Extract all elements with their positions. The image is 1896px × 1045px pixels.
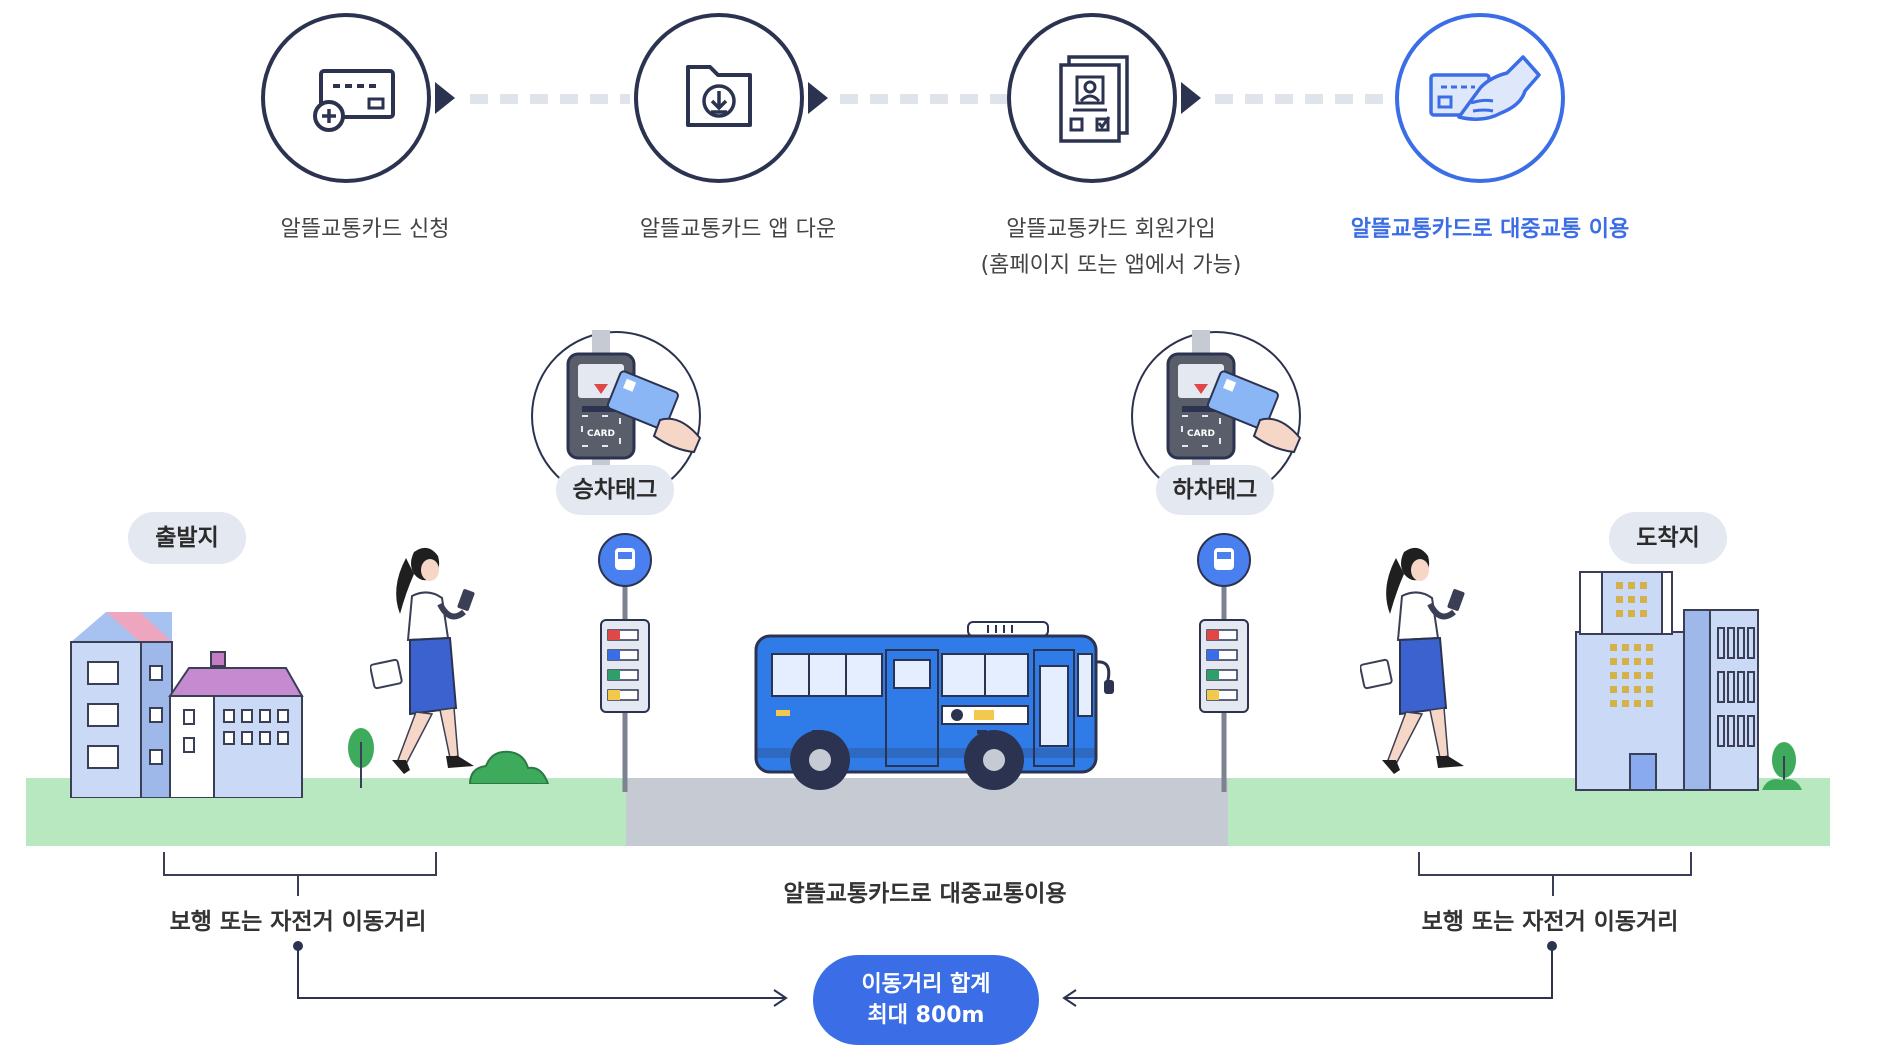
step-4-circle [1395,13,1565,183]
step-4-label: 알뜰교통카드로 대중교통 이용 [1350,217,1630,242]
road [626,778,1228,846]
total-distance-value: 최대 800m [867,1003,985,1028]
walk-bracket-right [1418,852,1692,876]
step-arrow [1181,82,1201,114]
step-2-circle [634,13,804,183]
step-1-circle [261,13,431,183]
card-add-icon [313,69,395,132]
step-connector [470,94,630,104]
bracket-stem [297,874,299,896]
step-3-sublabel: (홈페이지 또는 앱에서 가능) [980,253,1242,278]
alight-tag-reader-illustration: CARD [1131,330,1302,501]
card-hand-icon [1429,55,1541,121]
step-arrow [808,82,828,114]
walk-bracket-left [163,852,437,876]
id-document-icon [1059,55,1129,143]
board-tag-pill: 승차태그 [556,465,674,515]
step-connector [840,94,1010,104]
card-reader-label: CARD [1187,429,1215,439]
total-distance-pill: 이동거리 합계 최대 800m [813,955,1039,1045]
walking-person-illustration [1360,547,1465,774]
bus-illustration [754,621,1114,790]
origin-buildings-illustration [70,612,304,798]
step-2-label: 알뜰교통카드 앱 다운 [639,217,837,242]
transit-caption: 알뜰교통카드로 대중교통이용 [783,881,1067,907]
alight-tag-pill: 하차태그 [1156,465,1274,515]
bus-stop-sign-left [598,533,652,792]
total-distance-label: 이동거리 합계 [861,972,991,997]
bush-illustration [468,750,550,784]
bracket-stem [1552,874,1554,896]
walking-person-illustration [370,547,475,774]
step-3-circle [1007,13,1177,183]
destination-pill: 도착지 [1609,512,1727,564]
tree-illustration [348,728,374,788]
step-1-label: 알뜰교통카드 신청 [280,217,450,242]
sum-arrows [293,941,1557,1007]
origin-pill: 출발지 [128,512,246,564]
folder-download-icon [686,65,752,127]
step-3-label: 알뜰교통카드 회원가입 [1006,217,1216,242]
board-tag-reader-illustration: CARD [531,330,702,501]
walk-caption-left: 보행 또는 자전거 이동거리 [169,909,427,935]
destination-buildings-illustration [1575,571,1802,791]
card-reader-label: CARD [587,429,615,439]
bus-stop-sign-right [1197,533,1251,792]
step-connector [1215,94,1395,104]
step-arrow [435,82,455,114]
walk-caption-right: 보행 또는 자전거 이동거리 [1421,909,1679,935]
